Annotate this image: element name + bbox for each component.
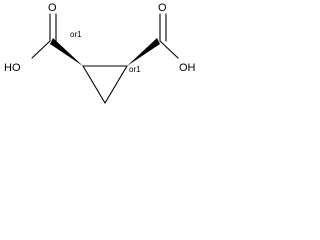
left-hydroxyl-bond <box>31 40 51 59</box>
right-carbonyl-oxygen-label: O <box>158 2 167 14</box>
left-stereo-label: or1 <box>70 30 82 39</box>
left-carbonyl-oxygen-label: O <box>48 2 57 14</box>
left-wedge-bond <box>50 38 83 66</box>
right-hydroxyl-label: OH <box>179 62 196 74</box>
right-hydroxyl-bond <box>159 40 179 59</box>
right-wedge-bond <box>127 38 160 66</box>
ring-bond-right <box>104 65 128 104</box>
right-stereo-label: or1 <box>129 65 141 74</box>
left-hydroxyl-label: HO <box>4 62 21 74</box>
molecule-structure: O O HO OH or1 or1 <box>4 2 196 104</box>
ring-bond-left <box>82 65 106 104</box>
